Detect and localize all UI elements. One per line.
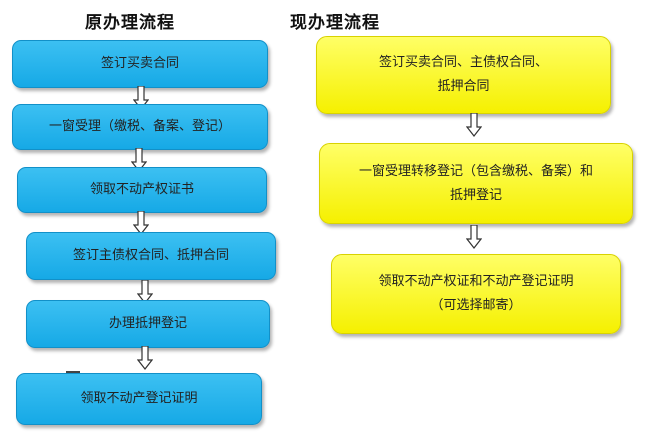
old-step-4: 签订主债权合同、抵押合同	[26, 232, 276, 280]
new-step-3-line-2: （可选择邮寄）	[430, 298, 522, 313]
old-step-1: 签订买卖合同	[12, 40, 268, 88]
old-step-6-label: 领取不动产登记证明	[80, 391, 198, 406]
old-step-4-label: 签订主债权合同、抵押合同	[72, 248, 229, 263]
new-step-1-line-2: 抵押合同	[437, 79, 490, 94]
new-process-title: 现办理流程	[290, 13, 380, 33]
new-step-3-line-1: 领取不动产权证和不动产登记证明	[378, 274, 574, 289]
down-arrow-icon	[137, 346, 153, 370]
old-step-3: 领取不动产权证书	[17, 167, 267, 213]
down-arrow-icon	[137, 280, 153, 304]
old-step-5: 办理抵押登记	[26, 300, 270, 348]
down-arrow-icon	[131, 148, 147, 172]
down-arrow-icon	[466, 113, 482, 137]
down-arrow-icon	[133, 211, 149, 235]
dash-mark	[66, 371, 80, 373]
old-process-title: 原办理流程	[85, 13, 175, 33]
old-step-6: 领取不动产登记证明	[16, 373, 262, 425]
old-step-2: 一窗受理（缴税、备案、登记）	[12, 104, 268, 150]
new-step-2: 一窗受理转移登记（包含缴税、备案）和 抵押登记	[319, 143, 633, 224]
new-step-2-line-1: 一窗受理转移登记（包含缴税、备案）和	[358, 163, 593, 179]
new-step-2-line-2: 抵押登记	[449, 187, 502, 203]
old-step-5-label: 办理抵押登记	[108, 316, 187, 331]
new-step-3: 领取不动产权证和不动产登记证明 （可选择邮寄）	[331, 254, 621, 334]
old-step-1-label: 签订买卖合同	[100, 56, 179, 71]
down-arrow-icon	[466, 225, 482, 249]
old-step-3-label: 领取不动产权证书	[89, 182, 194, 197]
old-step-2-label: 一窗受理（缴税、备案、登记）	[48, 119, 231, 134]
new-step-1: 签订买卖合同、主债权合同、 抵押合同	[316, 36, 611, 114]
new-step-1-line-1: 签订买卖合同、主债权合同、	[378, 55, 548, 70]
